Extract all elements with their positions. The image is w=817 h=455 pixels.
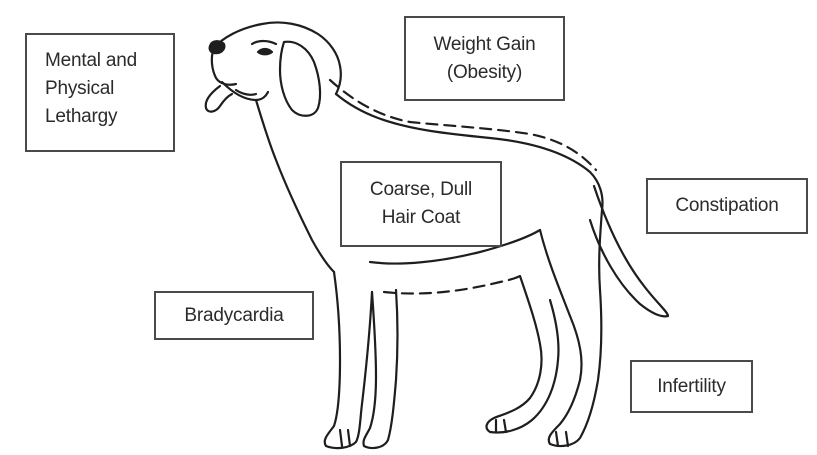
dog-tongue [206, 86, 232, 112]
label-coarse-dull-hair-coat: Coarse, Dull Hair Coat [340, 161, 502, 247]
label-text-constipation: Constipation [675, 194, 778, 218]
label-constipation: Constipation [646, 178, 808, 234]
label-text-weight-gain: Weight Gain (Obesity) [433, 31, 535, 87]
label-text-bradycardia: Bradycardia [184, 304, 283, 328]
label-text-lethargy: Mental and Physical Lethargy [45, 47, 137, 131]
dog-chest-outline [256, 100, 334, 272]
belly-dashed-line [384, 276, 520, 294]
dog-ear [280, 42, 320, 116]
label-infertility: Infertility [630, 360, 753, 413]
dog-hind-leg [540, 210, 602, 446]
dog-front-leg [325, 272, 372, 448]
label-weight-gain: Weight Gain (Obesity) [404, 16, 565, 101]
label-mental-physical-lethargy: Mental and Physical Lethargy [25, 33, 175, 152]
dog-eye [258, 49, 272, 54]
label-text-coat: Coarse, Dull Hair Coat [370, 176, 472, 232]
label-bradycardia: Bradycardia [154, 291, 314, 340]
dog-front-leg-far [363, 290, 397, 448]
dog-hind-leg-far [487, 276, 559, 433]
label-text-infertility: Infertility [657, 375, 726, 399]
dog-head-outline [214, 22, 341, 94]
dog-nose [210, 41, 225, 53]
